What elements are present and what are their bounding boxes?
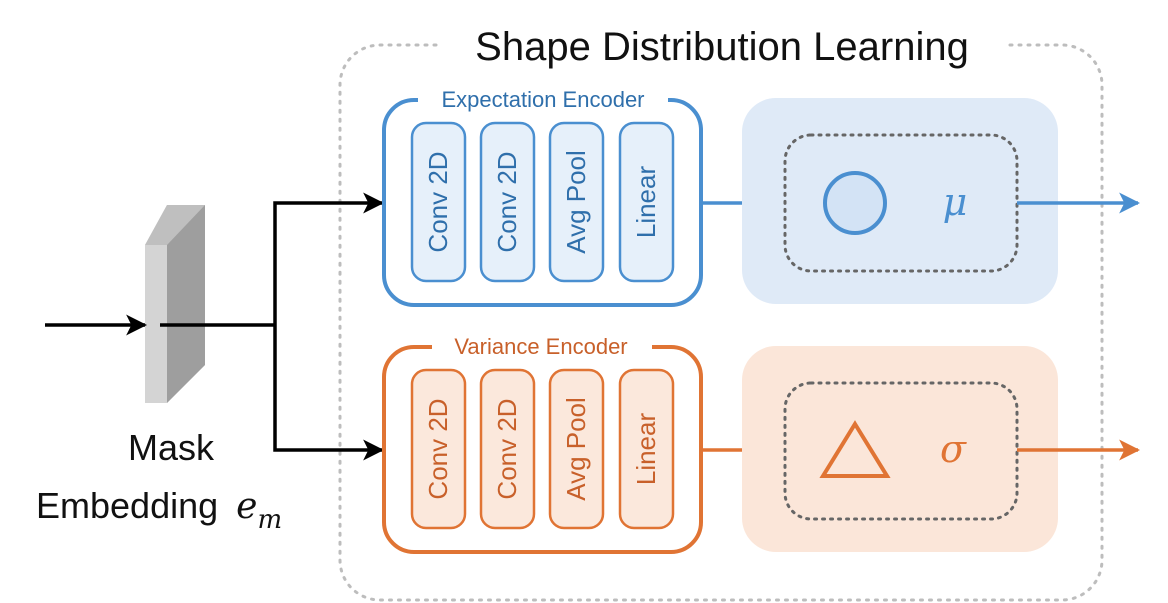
variance-layer-1: Conv 2D — [410, 368, 467, 530]
variance-layer-4: Linear — [618, 368, 675, 530]
mu-symbol: μ — [943, 180, 968, 224]
embedding-symbol-subscript: m — [257, 505, 282, 535]
expectation-layer-1-label: Conv 2D — [423, 151, 453, 252]
variance-encoder: Variance Encoder Conv 2D Conv 2D Avg Poo… — [382, 331, 703, 554]
variance-layer-3: Avg Pool — [548, 368, 605, 530]
group-title: Shape Distribution Learning — [475, 25, 969, 69]
sigma-symbol: σ — [940, 427, 967, 471]
expectation-output-panel: μ — [742, 98, 1058, 304]
title-background — [440, 18, 1005, 74]
expectation-encoder-label: Expectation Encoder — [441, 87, 644, 112]
caption-mask: Mask — [128, 427, 215, 468]
variance-layer-4-label: Linear — [631, 413, 661, 486]
caption-embedding: Embedding em — [36, 485, 282, 535]
branch-arrow-bottom — [273, 325, 385, 461]
expectation-layer-2-label: Conv 2D — [492, 151, 522, 252]
mask-embedding-block — [145, 205, 205, 403]
variance-layer-3-label: Avg Pool — [561, 397, 591, 501]
expectation-layer-3: Avg Pool — [548, 121, 605, 283]
variance-output-panel: σ — [742, 346, 1058, 552]
expectation-encoder: Expectation Encoder Conv 2D Conv 2D Avg … — [382, 84, 703, 307]
expectation-layer-4-label: Linear — [631, 166, 661, 239]
expectation-circle-shape — [823, 171, 887, 235]
expectation-layer-1: Conv 2D — [410, 121, 467, 283]
embedding-symbol: e — [236, 486, 257, 527]
expectation-layer-2: Conv 2D — [479, 121, 536, 283]
variance-encoder-label-bg — [432, 331, 652, 361]
variance-layer-1-label: Conv 2D — [423, 398, 453, 499]
expectation-encoder-label-bg — [418, 84, 668, 114]
variance-layer-2: Conv 2D — [479, 368, 536, 530]
variance-encoder-label: Variance Encoder — [454, 334, 627, 359]
variance-layer-2-label: Conv 2D — [492, 398, 522, 499]
variance-triangle-shape — [819, 420, 891, 478]
branch-arrow-top — [273, 192, 385, 325]
expectation-layer-3-label: Avg Pool — [561, 150, 591, 254]
caption-embedding-word: Embedding — [36, 485, 218, 526]
expectation-layer-4: Linear — [618, 121, 675, 283]
